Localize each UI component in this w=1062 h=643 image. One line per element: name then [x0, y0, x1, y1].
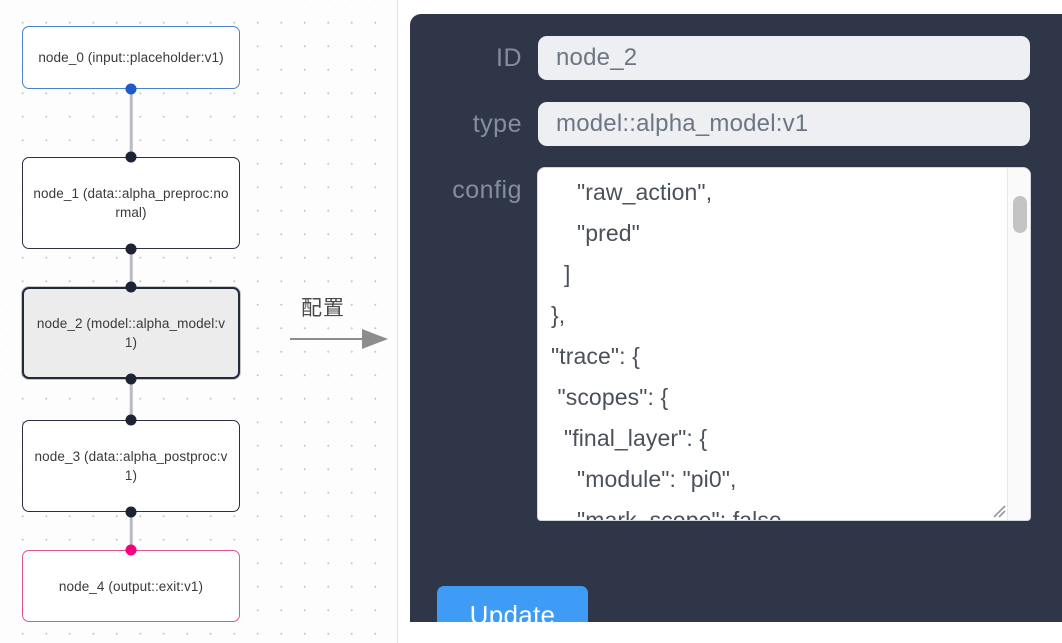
- graph-node-label: node_4 (output::exit:v1): [58, 578, 204, 594]
- graph-node-label: node_0 (input::placeholder:v1): [38, 50, 224, 65]
- form-row-type: type model::alpha_model:v1: [410, 102, 1062, 146]
- config-scrollbar[interactable]: [1007, 168, 1030, 520]
- node-handle-node_1-source[interactable]: [125, 243, 137, 255]
- graph-canvas[interactable]: node_0 (input::placeholder:v1) node_1 (d…: [0, 0, 398, 643]
- edge-node1-node2: [129, 249, 133, 287]
- graph-node-node_2[interactable]: node_2 (model::alpha_model:v1): [22, 287, 240, 379]
- type-field-label: type: [472, 110, 522, 138]
- arrow-label: 配置: [301, 297, 345, 320]
- update-button[interactable]: Update: [437, 586, 588, 622]
- form-row-config: config "raw_action", "pred" ] }, "trace"…: [410, 168, 1062, 520]
- flow-arrow-annotation: 配置: [288, 296, 396, 360]
- id-field-label: ID: [496, 44, 522, 72]
- node-handle-node_0-source[interactable]: [125, 83, 137, 95]
- graph-node-node_3[interactable]: node_3 (data::alpha_postproc:v1): [22, 420, 240, 512]
- config-field-label: config: [452, 176, 522, 204]
- node-handle-node_3-target[interactable]: [125, 414, 137, 426]
- node-handle-node_4-target[interactable]: [125, 544, 137, 556]
- config-textarea-wrapper[interactable]: "raw_action", "pred" ] }, "trace": { "sc…: [538, 168, 1030, 520]
- graph-node-label: node_3 (data::alpha_postproc:v1): [34, 449, 228, 483]
- node-handle-node_3-source[interactable]: [125, 506, 137, 518]
- type-input[interactable]: model::alpha_model:v1: [538, 102, 1030, 146]
- right-arrow-icon: [290, 329, 388, 349]
- node-handle-node_1-target[interactable]: [125, 151, 137, 163]
- edge-node0-node1: [129, 89, 133, 157]
- edge-node3-node4: [129, 512, 133, 550]
- graph-node-label: node_1 (data::alpha_preproc:normal): [33, 186, 229, 220]
- config-scrollbar-thumb[interactable]: [1013, 196, 1027, 233]
- graph-node-label: node_2 (model::alpha_model:v1): [36, 316, 226, 350]
- edge-node2-node3: [129, 379, 133, 420]
- form-row-id: ID node_2: [410, 36, 1062, 80]
- id-input[interactable]: node_2: [538, 36, 1030, 80]
- node-handle-node_2-source[interactable]: [125, 373, 137, 385]
- graph-node-node_1[interactable]: node_1 (data::alpha_preproc:normal): [22, 157, 240, 249]
- graph-node-node_4[interactable]: node_4 (output::exit:v1): [22, 550, 240, 622]
- config-textarea[interactable]: "raw_action", "pred" ] }, "trace": { "sc…: [550, 179, 782, 520]
- resize-grip-icon[interactable]: [989, 501, 1006, 518]
- graph-node-node_0[interactable]: node_0 (input::placeholder:v1): [22, 26, 240, 89]
- node-config-panel: ID node_2 type model::alpha_model:v1 con…: [410, 14, 1062, 622]
- node-handle-node_2-target[interactable]: [125, 281, 137, 293]
